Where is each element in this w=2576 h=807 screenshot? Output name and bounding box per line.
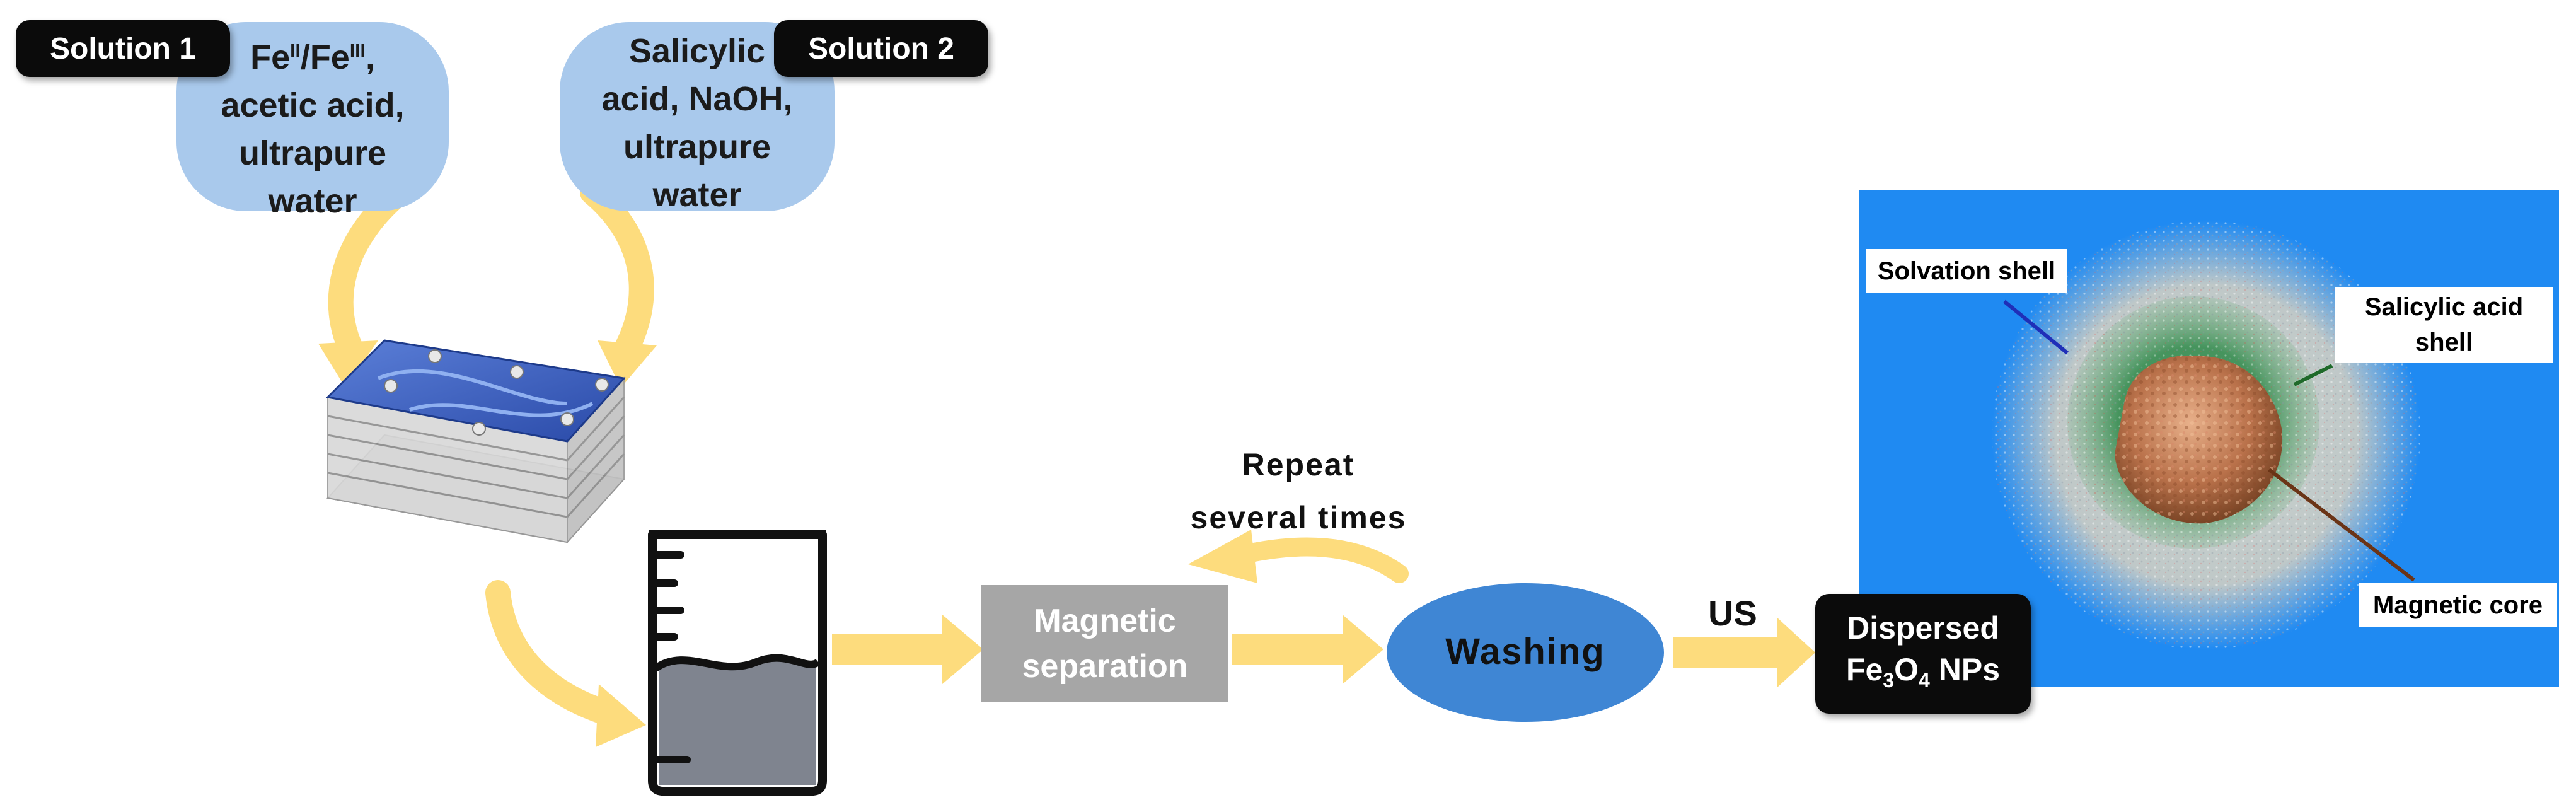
- solution1-tag: Solution 1: [16, 20, 230, 77]
- arrow-beaker-to-separation: [832, 615, 983, 684]
- beaker-icon: [648, 530, 827, 796]
- solvation-shell-label: Solvation shell: [1866, 249, 2067, 293]
- arrow-separation-to-washing: [1232, 615, 1383, 684]
- repeat-label: Repeat several times: [1166, 438, 1431, 544]
- dispersed-line1: Dispersed: [1847, 610, 1999, 646]
- solution1-line: water: [268, 182, 357, 220]
- washing-node: [1387, 583, 1664, 722]
- microfluidic-chip-icon: [325, 339, 626, 544]
- solution2-line: water: [652, 176, 742, 214]
- solution2-reagents: Salicylic acid, NaOH, ultrapure water: [560, 22, 835, 214]
- dispersed-nps-box: Dispersed Fe3O4 NPs: [1815, 594, 2031, 714]
- salicylic-shell-label: Salicylic acid shell: [2335, 287, 2553, 363]
- solution1-iron-label: FeII/FeIII,: [250, 38, 375, 76]
- salicylic-shell-line: shell: [2415, 328, 2473, 356]
- arrow-solution2-to-chip: [580, 180, 657, 388]
- solution2-tag: Solution 2: [774, 20, 988, 77]
- solution2-line: Salicylic: [628, 32, 766, 70]
- repeat-line: several times: [1190, 500, 1407, 535]
- arrow-chip-to-beaker: [485, 580, 646, 747]
- arrow-repeat-loop: [1188, 530, 1409, 583]
- arrow-washing-to-dispersed: [1673, 618, 1815, 687]
- salicylic-shell-line: Salicylic acid: [2364, 293, 2524, 321]
- dispersed-formula: Fe3O4 NPs: [1845, 651, 2001, 692]
- ultrasound-label: US: [1708, 593, 1757, 633]
- magnetic-separation-line: Magnetic: [1034, 602, 1176, 639]
- repeat-line: Repeat: [1242, 447, 1355, 482]
- solution2-line: ultrapure: [623, 128, 771, 166]
- magnetic-separation-line: separation: [1022, 647, 1188, 685]
- washing-label: Washing: [1445, 631, 1605, 672]
- magnetic-core-label: Magnetic core: [2359, 583, 2557, 627]
- magnetic-separation-box: Magnetic separation: [981, 585, 1228, 702]
- solution1-line: ultrapure: [238, 134, 387, 172]
- solution2-line: acid, NaOH,: [601, 80, 793, 118]
- solution1-line: acetic acid,: [221, 86, 405, 124]
